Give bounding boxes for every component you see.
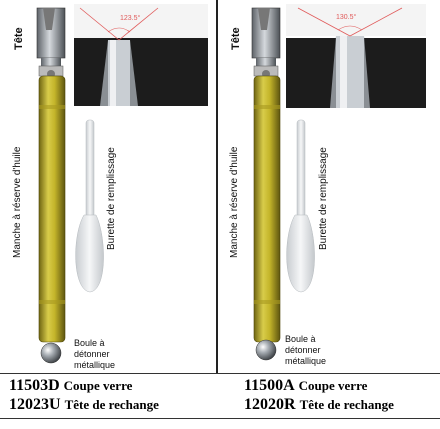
angle-value: 130.5° xyxy=(336,14,357,21)
glass-cutter-illustration xyxy=(36,4,208,364)
product-description: Coupe verre xyxy=(298,378,368,393)
handle-label: Manche à réserve d'huile xyxy=(229,146,240,258)
cutter-head xyxy=(251,7,281,78)
burette-label: Burette de remplissage xyxy=(106,147,117,250)
caption-bottom-rule xyxy=(0,418,440,419)
handle-label: Manche à réserve d'huile xyxy=(12,146,23,258)
caption-top-rule xyxy=(0,373,440,374)
blade-angle-inset xyxy=(74,4,208,106)
product-description: Coupe verre xyxy=(63,378,133,393)
product-panel-right: 130.5° Tête Manche à réserve d'huile Bur… xyxy=(218,0,434,372)
product-code: 12023U xyxy=(9,396,61,413)
oil-reservoir-handle xyxy=(38,75,66,343)
burette-label: Burette de remplissage xyxy=(318,147,329,250)
product-description: Tête de rechange xyxy=(299,397,394,412)
ball-note: Boule à détonner métallique xyxy=(285,334,327,366)
product-code: 12020R xyxy=(244,396,296,413)
blade-angle-inset xyxy=(286,4,426,108)
product-code: 11500A xyxy=(244,377,295,394)
metal-tapping-ball xyxy=(40,342,62,364)
product-code: 11503D xyxy=(9,377,60,394)
head-label: Tête xyxy=(230,27,242,50)
metal-tapping-ball xyxy=(255,339,277,361)
product-description: Tête de rechange xyxy=(64,397,159,412)
cutter-head xyxy=(36,7,66,78)
angle-value: 123.5° xyxy=(120,15,141,22)
refill-burette xyxy=(75,119,104,293)
panel-divider xyxy=(216,0,218,374)
ball-note: Boule à détonner métallique xyxy=(74,338,116,370)
refill-burette xyxy=(286,119,315,293)
glass-cutter-illustration xyxy=(251,4,426,361)
product-panel-left: 123.5° Tête Manche à réserve d'huile Bur… xyxy=(0,0,216,372)
head-label: Tête xyxy=(13,27,25,50)
